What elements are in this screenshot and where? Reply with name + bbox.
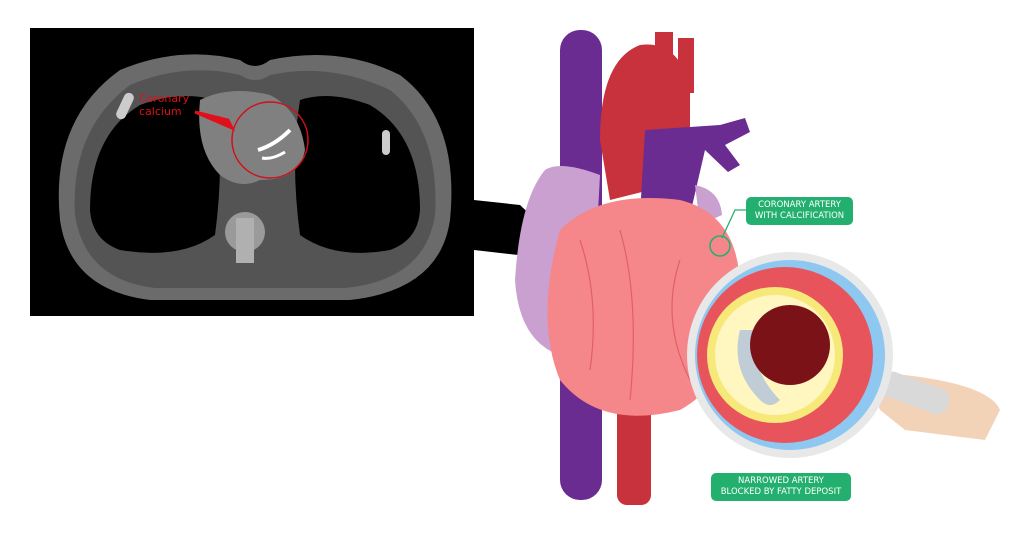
calcification-marker — [709, 235, 731, 257]
annotation-line: calcium — [139, 105, 182, 118]
narrowed-artery-label: NARROWED ARTERY BLOCKED BY FATTY DEPOSIT — [711, 473, 851, 501]
heart-illustration — [515, 30, 750, 505]
label-line: CORONARY ARTERY — [758, 200, 841, 210]
label-line: NARROWED ARTERY — [738, 476, 824, 486]
label-line: WITH CALCIFICATION — [754, 211, 845, 221]
calcification-label: CORONARY ARTERY WITH CALCIFICATION — [746, 197, 853, 225]
ct-scan-image — [30, 28, 474, 316]
magnifier — [687, 252, 1000, 458]
label-line: BLOCKED BY FATTY DEPOSIT — [720, 487, 842, 497]
coronary-calcium-annotation: Coronary calcium — [139, 92, 189, 118]
annotation-line: Coronary — [139, 92, 190, 105]
